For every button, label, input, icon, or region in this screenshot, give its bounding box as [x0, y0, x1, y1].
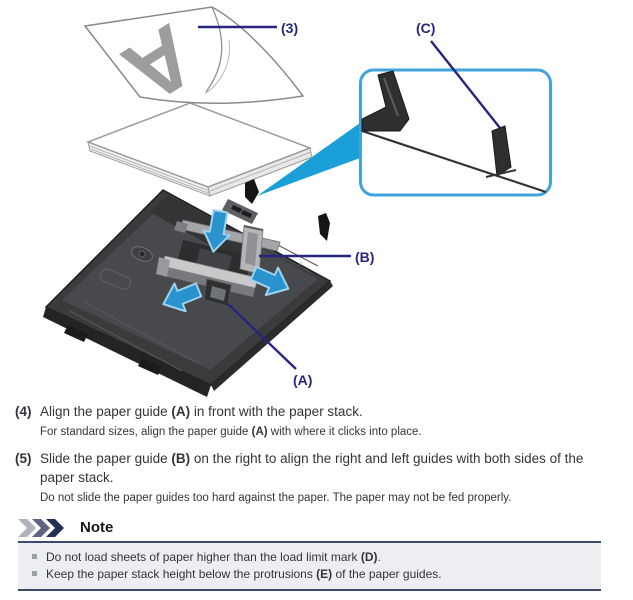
rear-hook	[318, 213, 330, 241]
step-4-text: Align the paper guide (A) in front with …	[40, 404, 363, 419]
arrow-right-icon	[249, 265, 290, 297]
step-5-number: (5)	[15, 450, 32, 466]
step-5-subtext: Do not slide the paper guides too hard a…	[40, 491, 512, 504]
step-5-text: Slide the paper guide (B) on the right t…	[40, 450, 584, 486]
bullet-square-icon	[32, 553, 37, 559]
note-item-text: Do not load sheets of paper higher than …	[46, 549, 381, 564]
arrow-left-icon	[162, 282, 203, 313]
note-item-text: Keep the paper stack height below the pr…	[46, 566, 442, 581]
note-item: Do not load sheets of paper higher than …	[30, 549, 589, 566]
note-item: Keep the paper stack height below the pr…	[30, 566, 589, 583]
paper-guide-a-bar	[156, 255, 259, 307]
tray-loading-illustration: A	[43, 6, 552, 397]
step-4-number: (4)	[15, 404, 32, 419]
rear-guide-fin	[245, 179, 259, 204]
note-items-box: Do not load sheets of paper higher than …	[18, 540, 601, 592]
callout-labels: (3) (C) (B) (A)	[198, 20, 501, 388]
note-title: Note	[80, 519, 114, 537]
paper-stack: A	[83, 6, 313, 197]
label-guide-a: (A)	[293, 372, 312, 388]
step-4: (4) Align the paper guide (A) in front w…	[15, 402, 619, 440]
instruction-text: (4) Align the paper guide (A) in front w…	[0, 398, 633, 592]
step-4-subtext: For standard sizes, align the paper guid…	[40, 425, 422, 438]
note-chevrons-icon	[18, 518, 64, 537]
step-5: (5) Slide the paper guide (B) on the rig…	[15, 449, 619, 506]
arrow-down-icon	[202, 209, 231, 253]
callout-box	[359, 68, 552, 197]
label-guide-c: (C)	[416, 20, 435, 36]
callout-right-guide	[491, 125, 512, 177]
paper-guide-b-fin	[239, 225, 264, 275]
bullet-square-icon	[32, 570, 37, 576]
label-paper-3: (3)	[281, 20, 298, 36]
note-block: Note Do not load sheets of paper higher …	[18, 518, 601, 592]
slide-direction-arrows	[162, 209, 290, 313]
callout-wedge	[257, 123, 360, 196]
tray-components	[99, 179, 330, 307]
label-guide-b: (B)	[355, 249, 374, 265]
note-heading: Note	[18, 518, 601, 537]
